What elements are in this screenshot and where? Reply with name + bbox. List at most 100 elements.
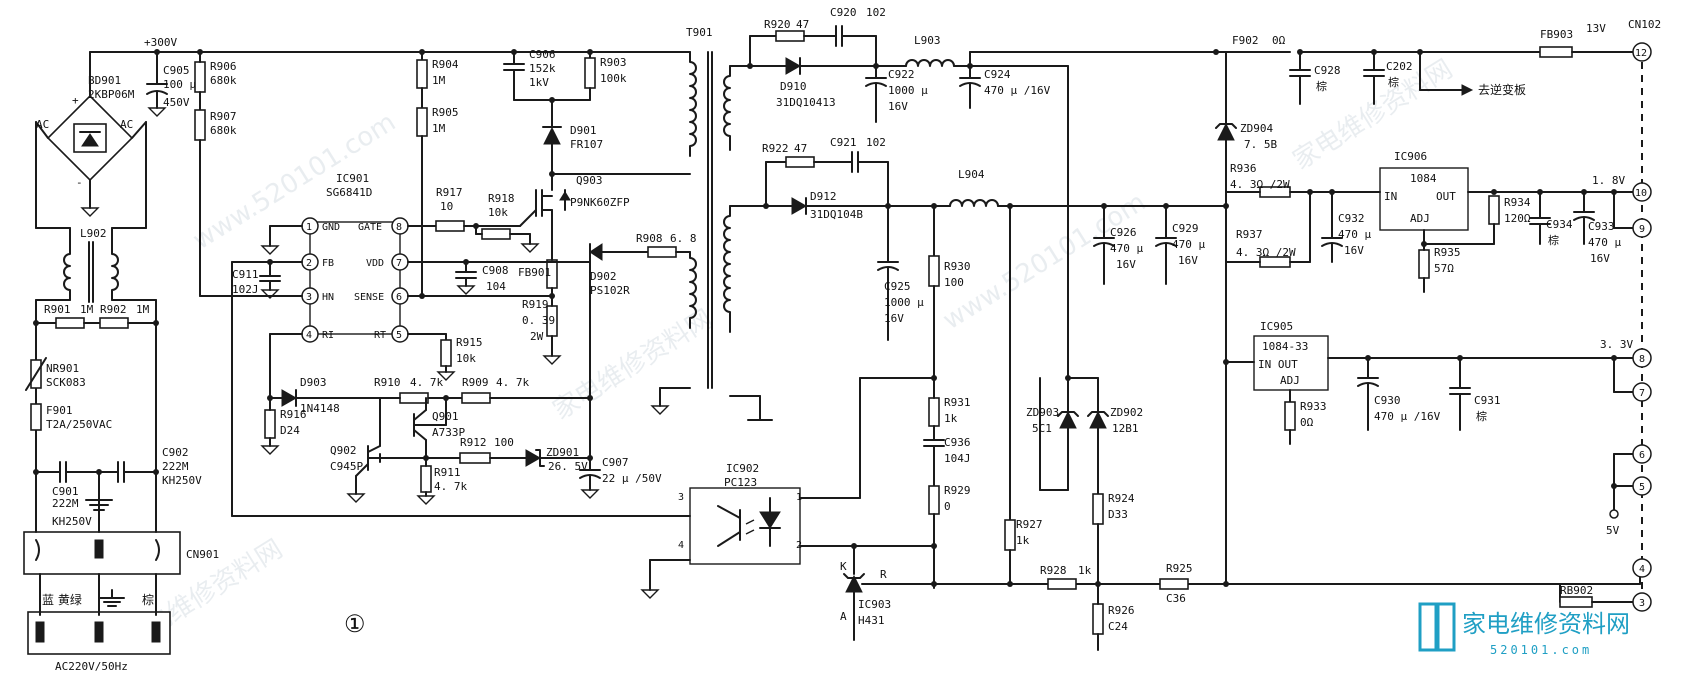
connector-cn901-label: CN901 bbox=[186, 548, 219, 561]
resistor-r934 bbox=[1488, 195, 1500, 225]
ic902-pin2: 2 bbox=[796, 540, 802, 551]
c932-ref: C932 bbox=[1338, 212, 1365, 225]
ic902-pin1: 1 bbox=[796, 492, 802, 503]
ic906-out: OUT bbox=[1436, 190, 1456, 203]
c932-value: 470 μ bbox=[1338, 228, 1371, 241]
c922-value: 1000 μ bbox=[888, 84, 928, 97]
cn102-pin: 7 bbox=[1639, 388, 1645, 399]
zd902-ref: ZD902 bbox=[1110, 406, 1143, 419]
c926-value: 470 μ bbox=[1110, 242, 1143, 255]
c908-value: 104 bbox=[486, 280, 506, 293]
zd903-ref: ZD903 bbox=[1026, 406, 1059, 419]
r901-ref: R901 bbox=[44, 303, 71, 316]
c925-value: 1000 μ bbox=[884, 296, 924, 309]
r929-ref: R929 bbox=[944, 484, 971, 497]
resistor-r925 bbox=[1159, 578, 1189, 590]
r915-ref: R915 bbox=[456, 336, 483, 349]
fb901-ref: FB901 bbox=[518, 266, 551, 279]
c906-rating: 1kV bbox=[529, 76, 549, 89]
r904-value: 1M bbox=[432, 74, 446, 87]
l904-ref: L904 bbox=[958, 168, 985, 181]
r916-ref: R916 bbox=[280, 408, 307, 421]
ic902-pin3: 3 bbox=[678, 492, 684, 503]
r935-value: 57Ω bbox=[1434, 262, 1454, 275]
resistor-r905 bbox=[416, 107, 428, 137]
c902-value: 222M bbox=[162, 460, 189, 473]
r933-ref: R933 bbox=[1300, 400, 1327, 413]
t901-ref: T901 bbox=[686, 26, 713, 39]
logo-book-icon bbox=[1418, 602, 1438, 652]
c931-ref: C931 bbox=[1474, 394, 1501, 407]
rail-5v-label: 5V bbox=[1606, 524, 1620, 537]
c924-value: 470 μ /16V bbox=[984, 84, 1051, 97]
r928-ref: R928 bbox=[1040, 564, 1067, 577]
diode-d912 bbox=[791, 197, 808, 215]
ic901-pin3-num: 3 bbox=[306, 292, 312, 303]
c934-ref: C934 bbox=[1546, 218, 1573, 231]
resistor-r903 bbox=[584, 57, 596, 89]
cn102-pin: 8 bbox=[1639, 354, 1645, 365]
r933-value: 0Ω bbox=[1300, 416, 1314, 429]
c906-ref: C906 bbox=[529, 48, 556, 61]
ferrite-fb903 bbox=[1539, 46, 1573, 58]
transistor-q902 bbox=[346, 397, 427, 503]
c933-value: 470 μ bbox=[1588, 236, 1621, 249]
q903-ref: Q903 bbox=[576, 174, 603, 187]
r902-ref: R902 bbox=[100, 303, 127, 316]
resistor-r915 bbox=[440, 339, 452, 367]
nr901-ref: NR901 bbox=[46, 362, 79, 375]
f902-ref: F902 bbox=[1232, 34, 1259, 47]
c920-ref: C920 bbox=[830, 6, 857, 19]
r930-ref: R930 bbox=[944, 260, 971, 273]
ic901-pin2-num: 2 bbox=[306, 258, 312, 269]
d903-value: 1N4148 bbox=[300, 402, 340, 415]
c925-rating: 16V bbox=[884, 312, 904, 325]
capacitor-c905 bbox=[146, 51, 168, 117]
c905-rating: 450V bbox=[163, 96, 190, 109]
fuse-f901 bbox=[30, 403, 42, 431]
connector-contact bbox=[155, 539, 160, 561]
r906-ref: R906 bbox=[210, 60, 237, 73]
transformer-t901 bbox=[650, 51, 773, 421]
ground-icon bbox=[99, 589, 125, 607]
c901-value: 222M bbox=[52, 497, 79, 510]
c905-value: 100 μ bbox=[163, 78, 196, 91]
ic901-part: SG6841D bbox=[326, 186, 372, 199]
r919-value: 0. 39 bbox=[522, 314, 555, 327]
d902-value: PS102R bbox=[590, 284, 630, 297]
fb903-ref: FB903 bbox=[1540, 28, 1573, 41]
inductor-l902-b bbox=[111, 243, 119, 301]
inductor-l904 bbox=[949, 199, 999, 207]
resistor-r917 bbox=[435, 220, 465, 232]
c930-ref: C930 bbox=[1374, 394, 1401, 407]
logo-url: 520101.com bbox=[1490, 643, 1592, 657]
r920-ref: R920 bbox=[764, 18, 791, 31]
logo-text: 家电维修资料网 bbox=[1462, 610, 1630, 638]
r916-value: D24 bbox=[280, 424, 300, 437]
d910-value: 31DQ10413 bbox=[776, 96, 836, 109]
f902-value: 0Ω bbox=[1272, 34, 1286, 47]
c933-rating: 16V bbox=[1590, 252, 1610, 265]
bridge-minus: - bbox=[76, 176, 83, 189]
c932-rating: 16V bbox=[1344, 244, 1364, 257]
shunt-regulator-ic903 bbox=[843, 545, 935, 641]
r922-value: 47 bbox=[794, 142, 807, 155]
c202-ref: C202 bbox=[1386, 60, 1413, 73]
c924-ref: C924 bbox=[984, 68, 1011, 81]
r934-value: 120Ω bbox=[1504, 212, 1531, 225]
cn102-pin: 10 bbox=[1635, 188, 1647, 199]
r917-value: 10 bbox=[440, 200, 453, 213]
ic906-part: 1084 bbox=[1410, 172, 1437, 185]
connector-contact bbox=[35, 539, 40, 561]
ic901-pin5-num: 5 bbox=[396, 330, 402, 341]
r931-ref: R931 bbox=[944, 396, 971, 409]
c921-ref: C921 bbox=[830, 136, 857, 149]
ic901-pin6-num: 6 bbox=[396, 292, 402, 303]
ic901-pin4-name: RI bbox=[322, 330, 334, 341]
resistor-r929 bbox=[928, 485, 940, 515]
c936-value: 104J bbox=[944, 452, 971, 465]
r922-ref: R922 bbox=[762, 142, 789, 155]
c908-ref: C908 bbox=[482, 264, 509, 277]
c907-ref: C907 bbox=[602, 456, 629, 469]
arrow-icon bbox=[1461, 84, 1474, 96]
